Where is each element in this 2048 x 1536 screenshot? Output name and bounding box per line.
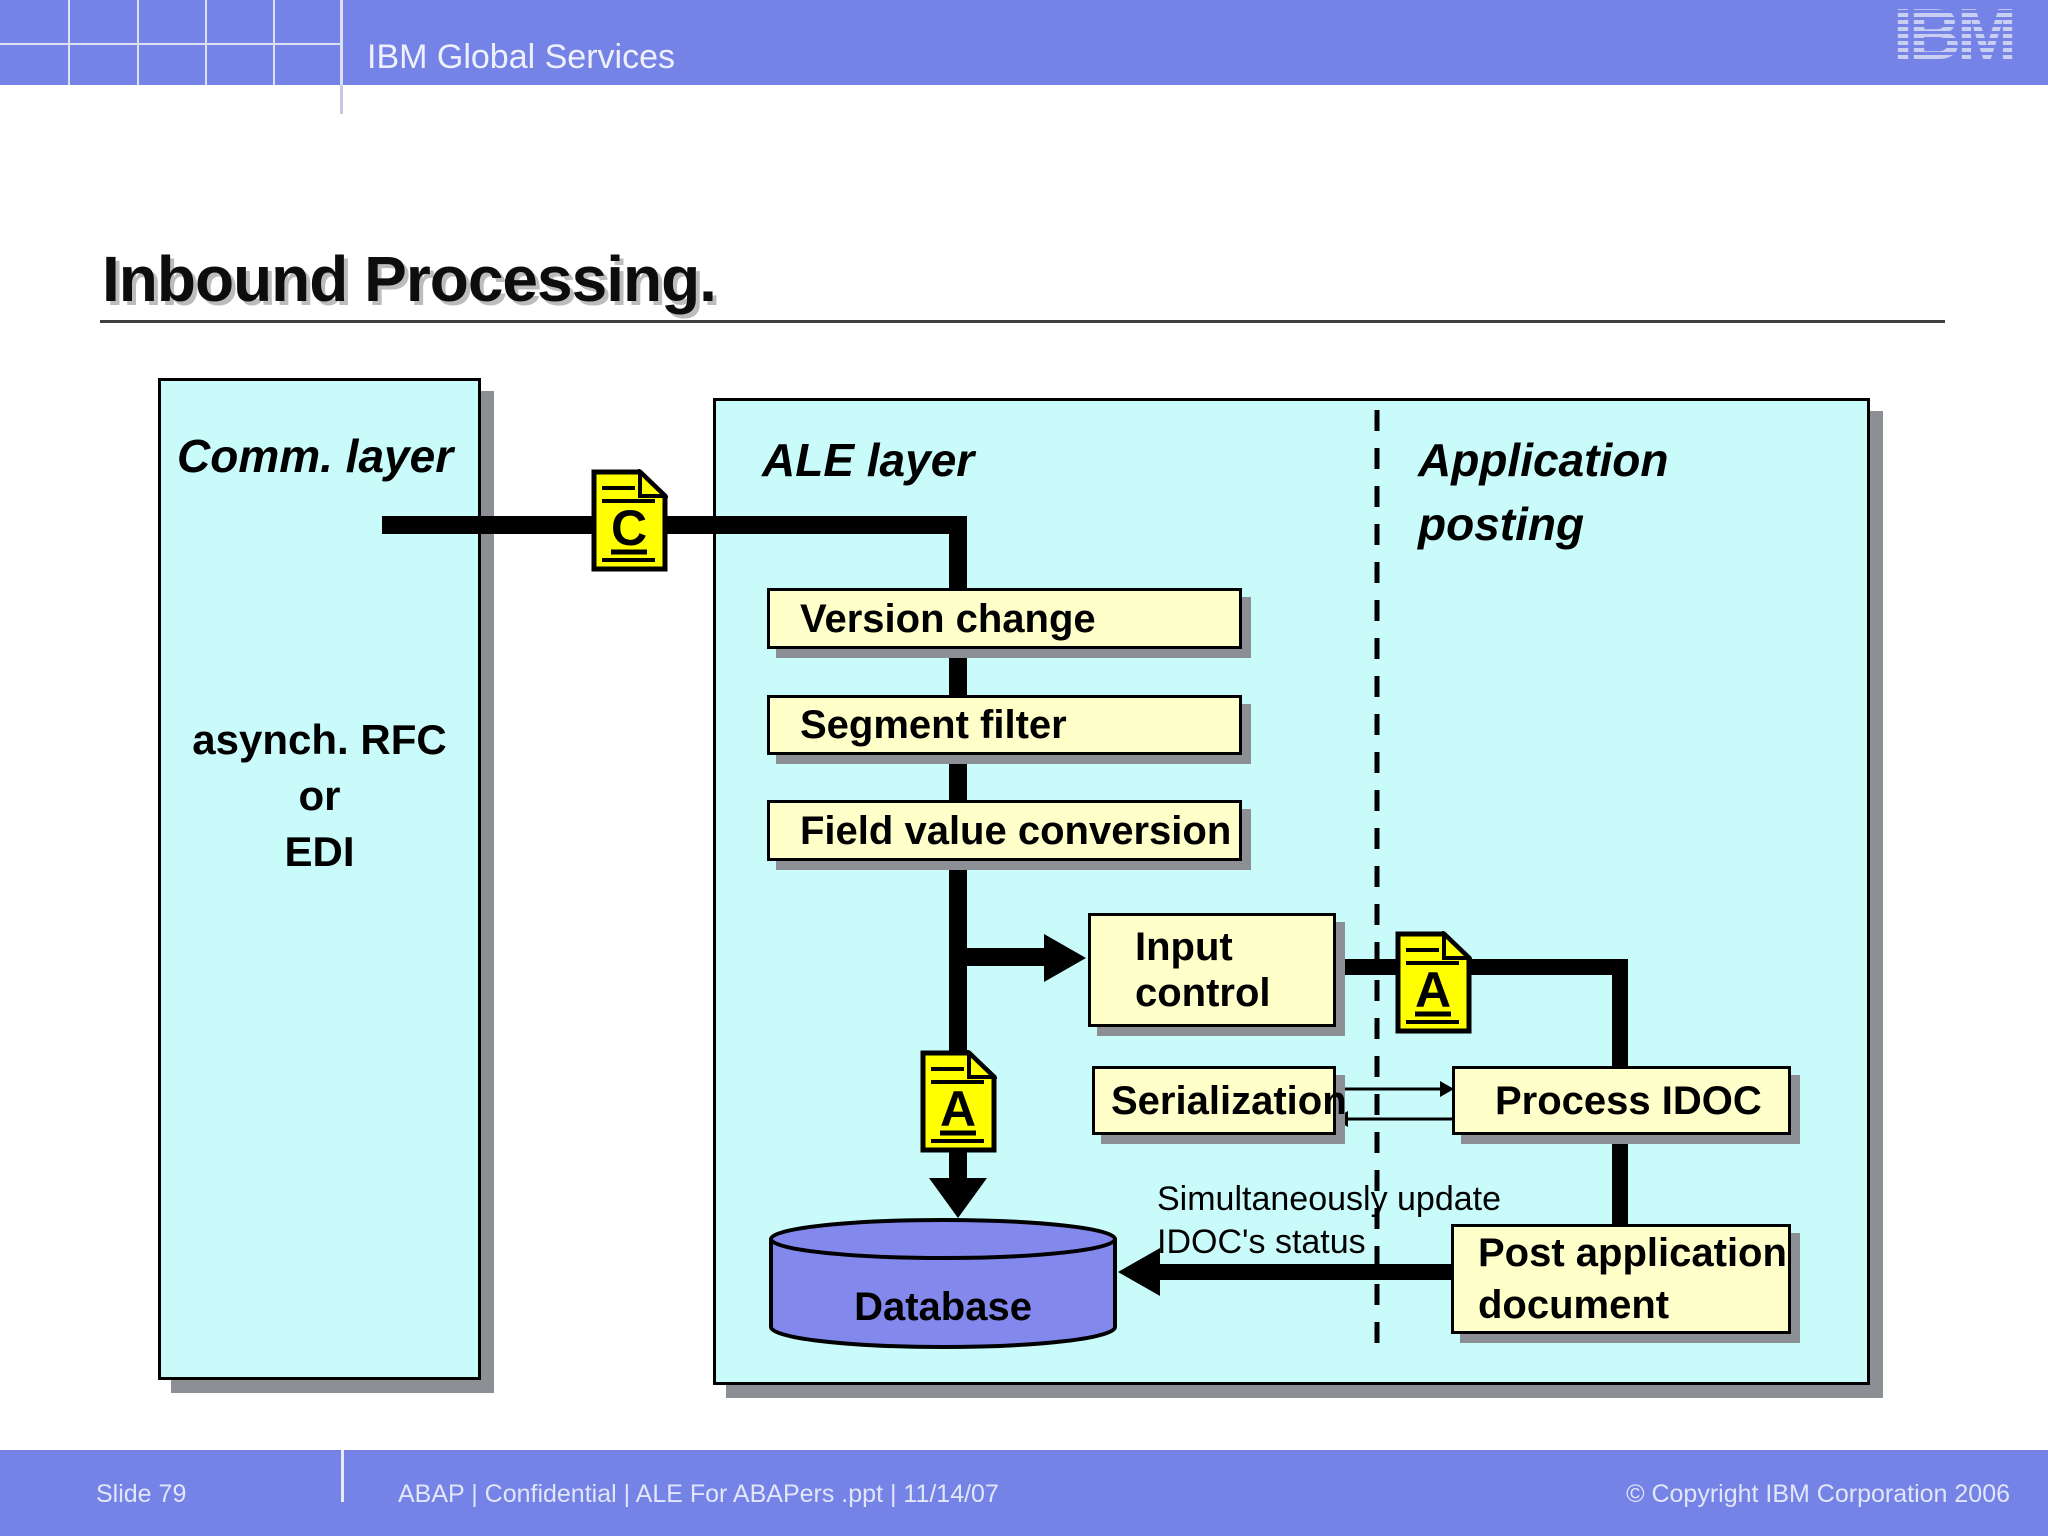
comm-body-line1: asynch. RFC <box>192 716 447 763</box>
post-app-line2: document <box>1478 1283 1670 1327</box>
idoc-a-document-icon-left: A <box>920 1050 997 1153</box>
icon-letter: A <box>940 1081 976 1137</box>
field-value-conversion-label: Field value conversion <box>800 808 1232 853</box>
idoc-c-document-icon: C <box>591 469 668 572</box>
page-title: Inbound Processing. <box>102 243 717 315</box>
application-posting-title: Application posting <box>1418 428 1668 556</box>
comm-layer-box <box>158 378 481 1380</box>
process-idoc-label: Process IDOC <box>1495 1078 1762 1123</box>
database-label: Database <box>854 1285 1032 1329</box>
icon-letter: C <box>611 500 647 556</box>
database-cylinder <box>769 1218 1117 1349</box>
header-grid-line <box>68 0 70 85</box>
ibm-logo-icon: IBM <box>1893 6 2048 64</box>
header-grid-line <box>137 0 139 85</box>
idoc-a-document-icon-right: A <box>1395 931 1472 1034</box>
input-control-line2: control <box>1135 971 1271 1015</box>
field-value-conversion-box: Field value conversion <box>767 800 1242 861</box>
header-accent-line <box>340 85 343 114</box>
application-posting-line1: Application <box>1418 434 1669 486</box>
header-grid-line <box>340 0 343 85</box>
version-change-box: Version change <box>767 588 1242 649</box>
header-grid-line <box>273 0 275 85</box>
input-control-line1: Input <box>1135 925 1233 969</box>
title-underline <box>100 320 1945 323</box>
header-brand-text: IBM Global Services <box>367 38 675 76</box>
post-application-document-box: Post application document <box>1451 1224 1791 1334</box>
header-grid-line <box>205 0 207 85</box>
version-change-label: Version change <box>800 596 1096 641</box>
slide-number: Slide 79 <box>96 1480 187 1508</box>
footer-divider-line <box>341 1450 344 1502</box>
note-line1: Simultaneously update <box>1157 1180 1502 1218</box>
header-bar: IBM Global Services IBM <box>0 0 2048 85</box>
simultaneous-update-note: Simultaneously update IDOC's status <box>1157 1178 1501 1264</box>
process-idoc-box: Process IDOC <box>1452 1066 1791 1135</box>
comm-body-line2: or <box>298 772 341 819</box>
serialization-label: Serialization <box>1111 1078 1347 1123</box>
footer-center-text: ABAP | Confidential | ALE For ABAPers .p… <box>398 1480 999 1508</box>
ale-layer-title: ALE layer <box>762 434 975 486</box>
post-app-line1: Post application <box>1478 1231 1787 1275</box>
application-posting-line2: posting <box>1418 498 1585 550</box>
comm-body-line3: EDI <box>284 828 355 875</box>
segment-filter-box: Segment filter <box>767 695 1242 755</box>
footer-copyright: © Copyright IBM Corporation 2006 <box>1626 1480 2010 1508</box>
comm-layer-title: Comm. layer <box>177 430 454 482</box>
input-control-box: Input control <box>1088 913 1336 1027</box>
serialization-box: Serialization <box>1092 1066 1347 1135</box>
icon-letter: A <box>1415 962 1451 1018</box>
comm-layer-body-text: asynch. RFC or EDI <box>158 712 481 880</box>
header-grid-line <box>0 43 343 45</box>
note-line2: IDOC's status <box>1157 1223 1366 1261</box>
segment-filter-label: Segment filter <box>800 703 1067 747</box>
